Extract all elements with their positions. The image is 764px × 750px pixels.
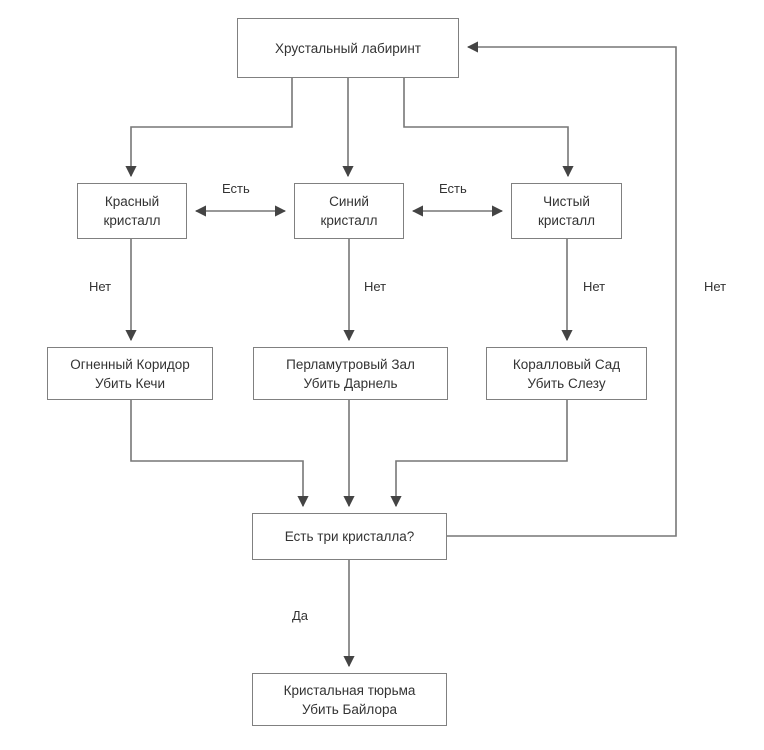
node-label-line2: Убить Кечи <box>94 375 166 391</box>
edge-label-net-red: Нет <box>86 279 115 294</box>
node-label-line2: кристалл <box>320 213 378 228</box>
node-label: Хрустальный лабиринт <box>275 40 421 56</box>
edge-label-da: Да <box>289 608 312 623</box>
node-label-line1: Коралловый Сад <box>512 356 621 372</box>
node-label-line1: Чистый <box>543 194 590 209</box>
node-label-line2: Убить Слезу <box>527 375 606 391</box>
node-crystal-maze[interactable]: Хрустальный лабиринт <box>237 18 459 78</box>
edge-coral-to-check <box>390 400 568 508</box>
node-label-line2: Убить Байлора <box>302 701 397 717</box>
node-has-three-crystals-decision[interactable]: Есть три кристалла? <box>252 513 447 560</box>
edge-label-est-blue-clear: Есть <box>436 181 470 196</box>
node-label-line1: Перламутровый Зал <box>286 356 415 372</box>
node-label-line1: Синий <box>329 194 369 209</box>
edge-check-to-maze-loop <box>447 41 677 537</box>
edge-maze-to-red <box>125 78 293 178</box>
node-coral-garden[interactable]: Коралловый Сад Убить Слезу <box>486 347 647 400</box>
node-fire-corridor[interactable]: Огненный Коридор Убить Кечи <box>47 347 213 400</box>
edge-label-est-red-blue: Есть <box>219 181 253 196</box>
node-crystal-prison[interactable]: Кристальная тюрьма Убить Байлора <box>252 673 447 726</box>
node-label-line1: Огненный Коридор <box>70 356 190 372</box>
node-red-crystal[interactable]: Красный кристалл <box>77 183 187 239</box>
edge-label-net-loop: Нет <box>701 279 730 294</box>
node-label-line2: Убить Дарнель <box>303 375 398 391</box>
node-label-line1: Кристальная тюрьма <box>283 682 416 698</box>
node-label-line2: кристалл <box>538 213 595 228</box>
node-pearl-hall[interactable]: Перламутровый Зал Убить Дарнель <box>253 347 448 400</box>
edge-label-net-blue: Нет <box>361 279 390 294</box>
node-clear-crystal[interactable]: Чистый кристалл <box>511 183 622 239</box>
node-blue-crystal[interactable]: Синий кристалл <box>294 183 404 239</box>
node-label-line2: кристалл <box>103 213 161 228</box>
node-label: Есть три кристалла? <box>284 529 415 544</box>
edge-label-net-clear: Нет <box>580 279 609 294</box>
edge-fire-to-check <box>130 400 309 508</box>
edge-maze-to-clear <box>403 78 574 178</box>
node-label-line1: Красный <box>104 194 160 209</box>
